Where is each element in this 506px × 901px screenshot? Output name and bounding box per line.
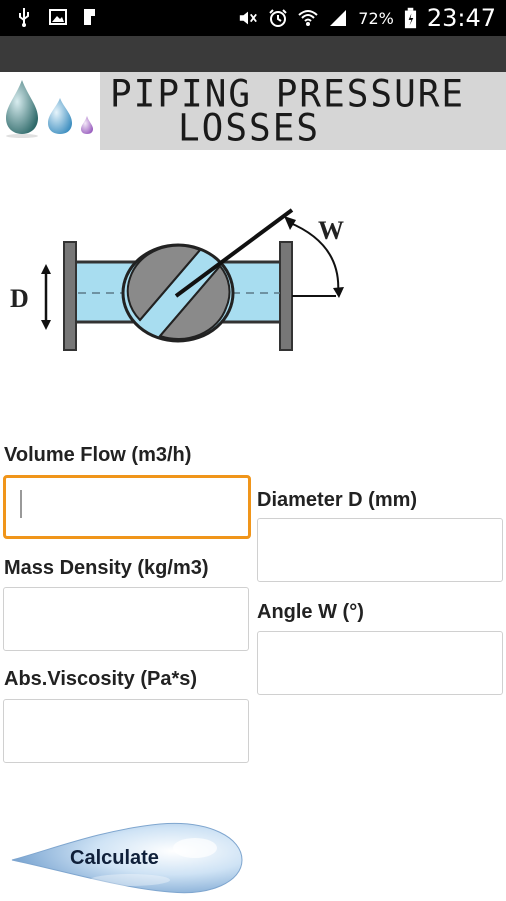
action-bar xyxy=(0,36,506,72)
title-banner: PIPING PRESSURE LOSSES xyxy=(100,72,506,150)
angle-label-w: W xyxy=(318,216,344,245)
butterfly-valve-diagram: D W xyxy=(0,190,380,370)
mass-density-label: Mass Density (kg/m3) xyxy=(4,557,209,579)
angle-label: Angle W (°) xyxy=(257,601,364,623)
viscosity-label: Abs.Viscosity (Pa*s) xyxy=(4,668,198,690)
wifi-icon xyxy=(298,10,318,26)
battery-icon xyxy=(404,7,416,29)
title-line-1: PIPING PRESSURE xyxy=(110,72,466,117)
text-caret xyxy=(20,490,22,518)
volume-flow-input[interactable] xyxy=(3,475,251,539)
water-drops-logo xyxy=(0,72,100,150)
app-header: PIPING PRESSURE LOSSES xyxy=(0,72,506,150)
viscosity-input[interactable] xyxy=(3,699,249,763)
clock: 23:47 xyxy=(426,4,496,32)
diameter-label: Diameter D (mm) xyxy=(257,489,418,511)
battery-percent: 72% xyxy=(358,8,394,28)
diameter-label-d: D xyxy=(10,284,29,313)
image-icon xyxy=(49,9,67,25)
status-bar: 72% 23:47 xyxy=(0,0,506,36)
signal-icon xyxy=(330,10,347,26)
volume-flow-label: Volume Flow (m3/h) xyxy=(4,444,192,466)
mute-icon xyxy=(240,11,258,25)
alarm-icon xyxy=(269,9,287,27)
diameter-input[interactable] xyxy=(257,518,503,582)
water-drop-icon xyxy=(11,822,243,894)
usb-icon xyxy=(19,8,29,27)
mass-density-input[interactable] xyxy=(3,587,249,651)
flipboard-icon xyxy=(84,9,100,25)
calculate-label: Calculate xyxy=(70,847,159,869)
calculate-button[interactable]: Calculate xyxy=(10,820,245,896)
title-line-2: LOSSES xyxy=(178,106,321,150)
angle-input[interactable] xyxy=(257,631,503,695)
